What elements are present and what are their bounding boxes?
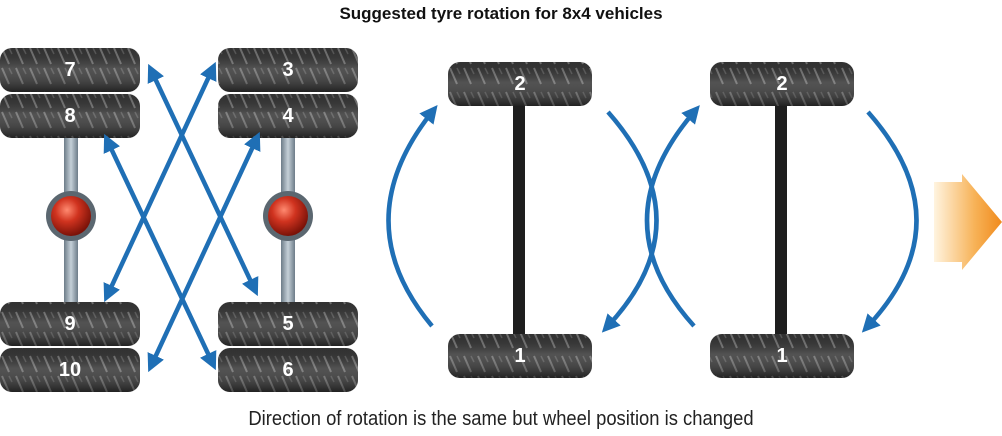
rotation-arrow-icon xyxy=(601,110,659,333)
tyre-rear: 1 xyxy=(710,334,854,378)
rotation-arrow-icon xyxy=(386,104,438,328)
tyre-4: 4 xyxy=(218,94,358,138)
left-axle-1 xyxy=(46,132,96,308)
next-step-arrow-icon xyxy=(934,174,1002,270)
left-axle-2 xyxy=(263,132,313,308)
tyre-rear: 1 xyxy=(448,334,592,378)
caption: Direction of rotation is the same but wh… xyxy=(248,408,754,430)
rotation-arrow-icon xyxy=(644,105,700,328)
tyre-label: 2 xyxy=(776,73,787,95)
tyre-label: 9 xyxy=(64,313,75,335)
tyre-label: 3 xyxy=(282,59,293,81)
right-axle-a: 2 1 xyxy=(448,62,592,378)
tyre-label: 8 xyxy=(64,105,75,127)
cross-arrows xyxy=(103,61,261,373)
tyre-8: 8 xyxy=(0,94,140,138)
tyre-label: 1 xyxy=(514,345,525,367)
tyre-3: 3 xyxy=(218,48,358,92)
tyre-6: 6 xyxy=(218,348,358,392)
tyre-label: 1 xyxy=(776,345,787,367)
right-axle-b: 2 1 xyxy=(710,62,854,378)
tyre-label: 5 xyxy=(282,313,293,335)
hub-icon xyxy=(268,196,308,236)
tyre-label: 4 xyxy=(282,105,294,127)
tyre-5: 5 xyxy=(218,302,358,346)
hub-icon xyxy=(51,196,91,236)
rotation-arrow-icon xyxy=(861,110,919,333)
tyre-label: 2 xyxy=(514,73,525,95)
diagram-title: Suggested tyre rotation for 8x4 vehicles xyxy=(339,4,663,23)
tyre-7: 7 xyxy=(0,48,140,92)
tyre-10: 10 xyxy=(0,348,140,392)
tyre-9: 9 xyxy=(0,302,140,346)
curve-arrows xyxy=(386,104,919,333)
tyre-label: 6 xyxy=(282,359,293,381)
tyre-front: 2 xyxy=(448,62,592,106)
tyre-label: 10 xyxy=(59,359,81,381)
tyre-front: 2 xyxy=(710,62,854,106)
rotation-arrow-icon xyxy=(147,131,261,373)
tyre-label: 7 xyxy=(64,59,75,81)
